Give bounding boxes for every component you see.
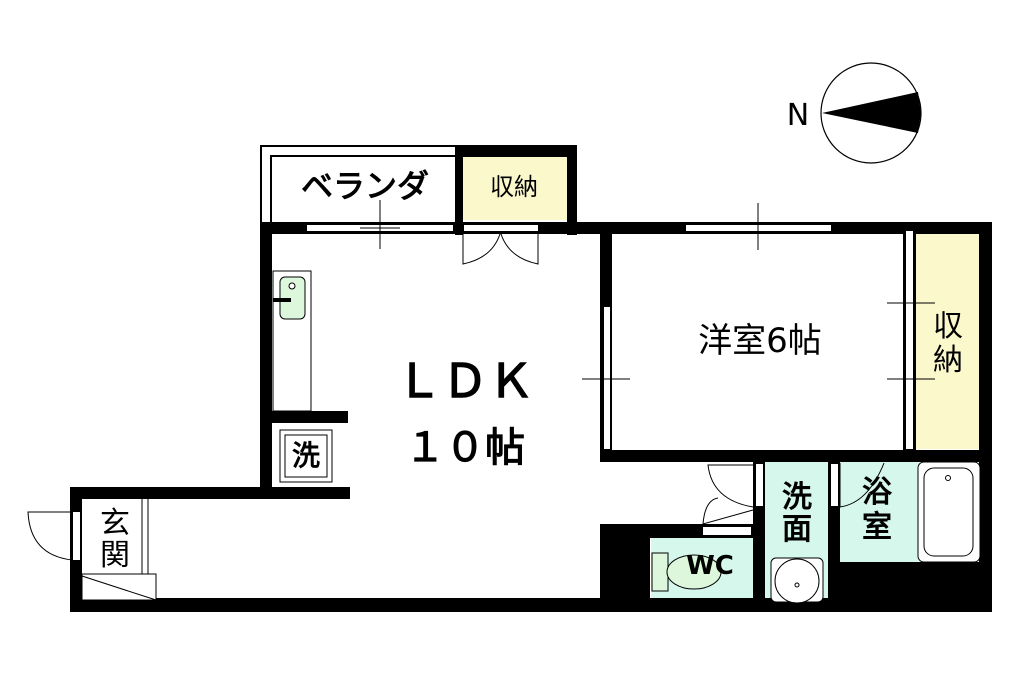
- wall: [600, 450, 992, 462]
- compass-north-label: N: [786, 98, 810, 133]
- wall: [460, 145, 576, 157]
- storage-top-fill: [461, 157, 567, 220]
- washroom-label-2: 面: [782, 512, 812, 547]
- bathroom-label-2: 室: [862, 510, 892, 545]
- entrance-door-frame: [72, 511, 81, 561]
- storage-right-label-1: 収: [933, 309, 963, 344]
- toilet-door: [702, 526, 752, 536]
- wall: [567, 145, 577, 235]
- washroom-label-1: 洗: [782, 480, 812, 515]
- storage-top-label: 収納: [490, 173, 538, 201]
- entrance-label-2: 関: [100, 538, 130, 573]
- bathroom-door: [830, 463, 839, 507]
- entrance-label-1: 玄: [100, 506, 130, 541]
- toilet-label: WC: [686, 551, 734, 581]
- ldk-label: ＬＤＫ: [396, 354, 534, 408]
- bathroom-label-1: 浴: [862, 475, 892, 510]
- wall: [979, 222, 992, 612]
- balcony-outline-outer: [260, 145, 460, 235]
- laundry-label: 洗: [291, 439, 320, 472]
- wall: [272, 411, 348, 423]
- washroom-door: [755, 463, 764, 507]
- wall: [840, 562, 985, 602]
- storage-right-label-2: 納: [933, 343, 963, 378]
- compass-icon: [820, 62, 922, 164]
- storage-right-fill: [916, 233, 979, 449]
- western-room-label: 洋室6帖: [698, 321, 822, 361]
- balcony-label: ベランダ: [300, 167, 429, 205]
- storage-top-door: [463, 224, 539, 232]
- ldk-size-label: １０帖: [405, 425, 525, 471]
- storage-right-door: [905, 230, 914, 450]
- wall: [260, 222, 272, 490]
- western-room-side-door: [603, 306, 611, 450]
- wall: [70, 487, 350, 499]
- wall: [455, 145, 463, 235]
